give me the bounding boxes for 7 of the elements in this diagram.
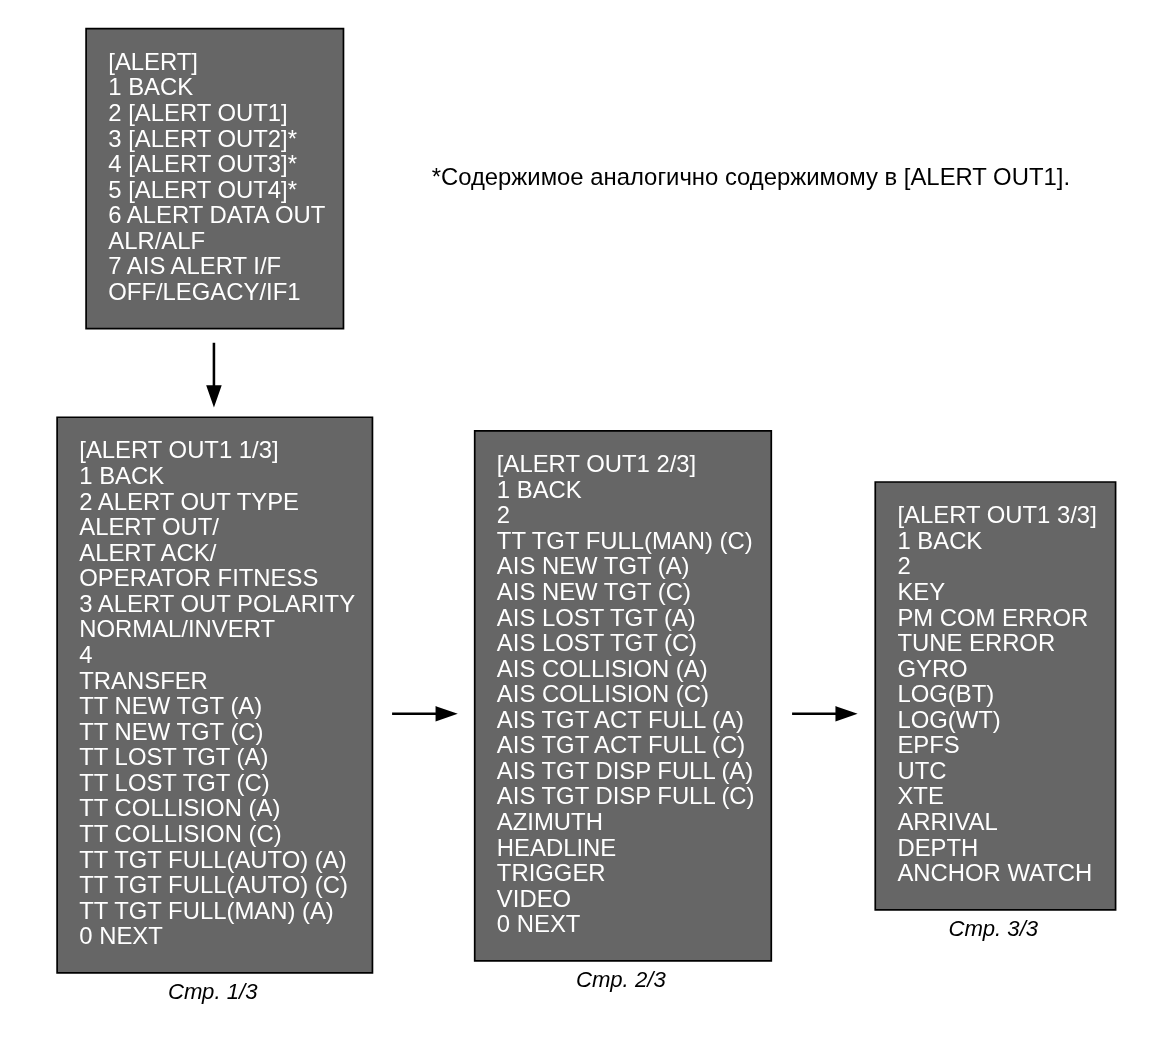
node-label: Стр. 3/3 bbox=[948, 916, 1039, 942]
arrow bbox=[206, 342, 222, 408]
node-label: Стр. 2/3 bbox=[576, 967, 666, 993]
label: *Содержимое аналогично содержимому в [ALERT OUT1]. bbox=[431, 162, 1071, 190]
arrow bbox=[792, 706, 858, 722]
arrow bbox=[392, 706, 458, 722]
node-label: Стр. 1/3 bbox=[167, 979, 258, 1005]
